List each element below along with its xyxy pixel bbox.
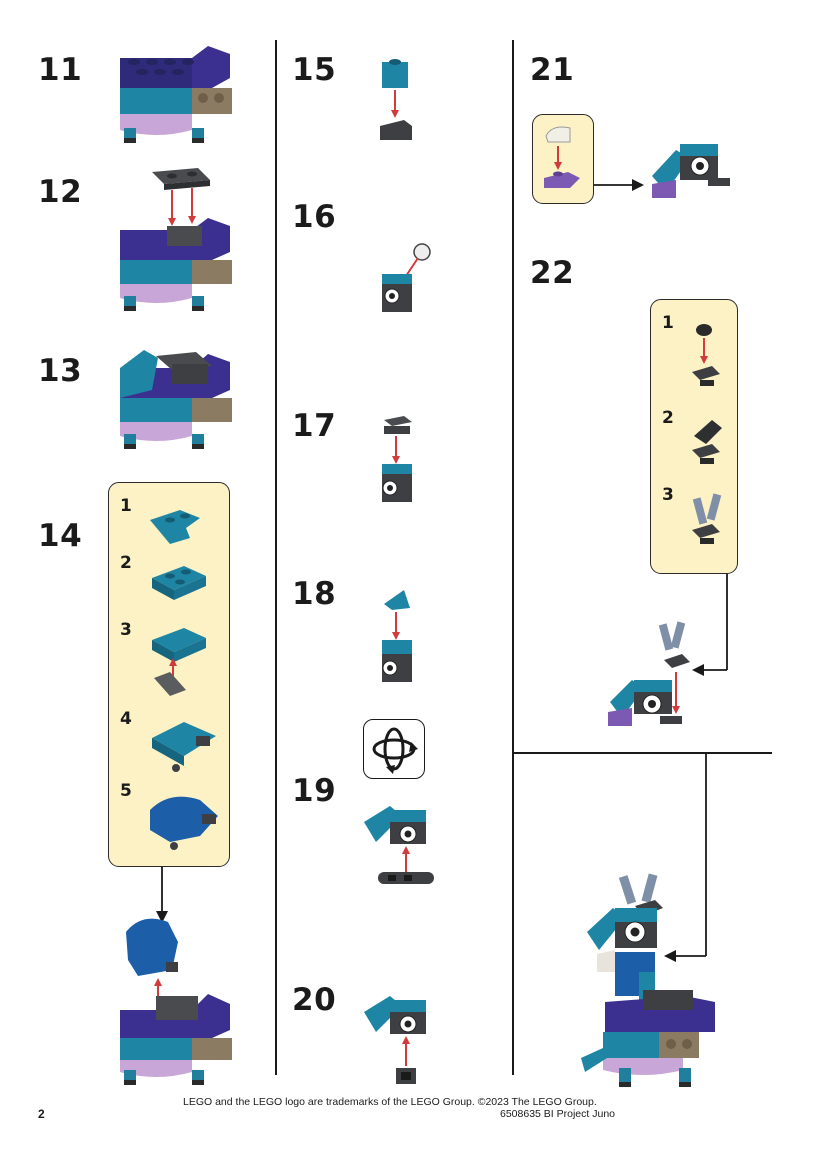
eye-brick-model-step-17: [382, 416, 412, 502]
step-number-13: 13: [38, 353, 83, 389]
arrow-final-head-to-body: [664, 752, 707, 962]
substep-14-1: 1: [120, 496, 132, 516]
substep-22-builds: [692, 324, 722, 544]
step-number-17: 17: [292, 408, 337, 444]
arrow-21-to-head: [594, 179, 644, 191]
substep-14-builds: [150, 510, 218, 850]
step-number-11: 11: [38, 52, 83, 88]
substep-14-5: 5: [120, 781, 132, 801]
step-number-14: 14: [38, 518, 83, 554]
brick-model-step-15: [380, 59, 412, 140]
head-model-step-22: [608, 621, 690, 726]
completed-llama-model: [581, 873, 715, 1087]
substep-14-2: 2: [120, 553, 132, 573]
step-number-20: 20: [292, 982, 337, 1018]
step-number-19: 19: [292, 773, 337, 809]
step-number-18: 18: [292, 576, 337, 612]
eye-brick-model-step-16: [382, 243, 431, 312]
step-number-22: 22: [530, 255, 575, 291]
step-number-15: 15: [292, 52, 337, 88]
step-number-12: 12: [38, 174, 83, 210]
llama-body-model-step-13: [120, 350, 232, 449]
substep-22-2: 2: [662, 408, 674, 428]
substep-callout-22: [650, 299, 738, 574]
llama-body-model-step-11: [120, 46, 232, 143]
page-number: 2: [38, 1107, 45, 1121]
rotate-model-callout: [363, 719, 425, 779]
section-divider-final: [512, 752, 772, 754]
trademark-notice: LEGO and the LEGO logo are trademarks of…: [183, 1096, 597, 1108]
llama-body-model-step-12: [120, 168, 232, 311]
substep-21-build: [544, 126, 580, 188]
substep-14-4: 4: [120, 709, 132, 729]
column-divider-right: [512, 40, 514, 1075]
head-model-step-21: [652, 144, 730, 198]
step-number-21: 21: [530, 52, 575, 88]
rotate-model-icon: [372, 727, 418, 774]
arrow-22-callout-to-head: [692, 574, 728, 676]
product-code: 6508635 BI Project Juno: [500, 1108, 615, 1120]
substep-14-3: 3: [120, 620, 132, 640]
column-divider-left: [275, 40, 277, 1075]
substep-22-3: 3: [662, 485, 674, 505]
arrow-14-to-assembly: [156, 867, 168, 923]
head-model-step-19: [364, 806, 434, 884]
eye-brick-model-step-18: [382, 590, 412, 682]
step-number-16: 16: [292, 199, 337, 235]
llama-body-model-step-14: [120, 918, 232, 1085]
substep-22-1: 1: [662, 313, 674, 333]
head-model-step-20: [364, 996, 426, 1084]
